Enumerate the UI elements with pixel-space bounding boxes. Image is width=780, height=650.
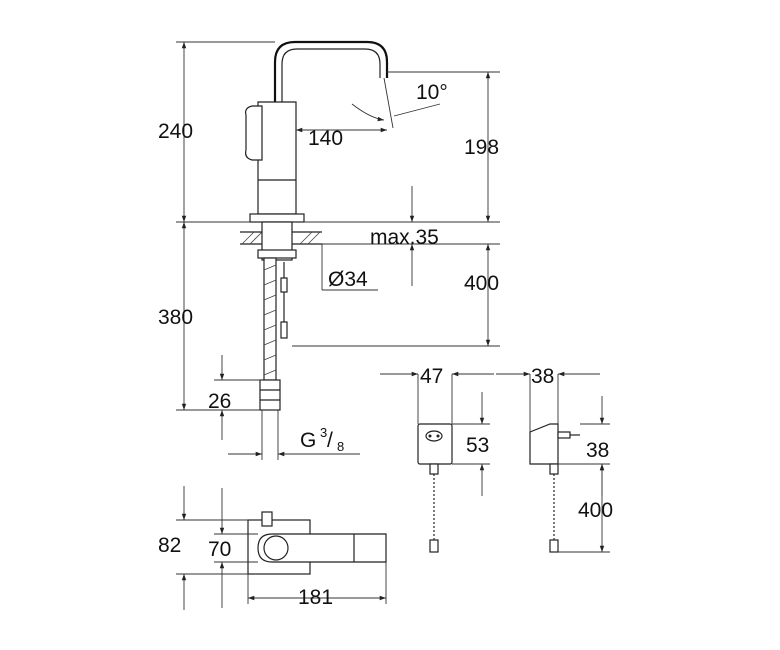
base-plate: [249, 213, 305, 223]
dim-240: 240: [158, 120, 193, 143]
hose-connector: [259, 379, 281, 411]
right-dimensions: 10° 140 198 max.35 Ø34 400: [292, 71, 500, 347]
plug-socket: [425, 430, 443, 442]
faucet-side-view: [240, 40, 389, 411]
thread-sup: 3: [320, 425, 327, 440]
dim-26: 26: [208, 390, 231, 413]
body-circle: [263, 535, 289, 561]
sensor-window: [245, 105, 263, 161]
dim-198: 198: [464, 136, 499, 159]
dim-181: 181: [298, 586, 333, 609]
spout-tube: [273, 40, 389, 105]
dim-38-side: 38: [586, 439, 609, 462]
dim-38-top: 38: [531, 365, 554, 388]
sensor-tab: [261, 511, 273, 527]
dim-70: 70: [208, 538, 231, 561]
adapter-body-side: [529, 423, 559, 465]
dim-400-adapter: 400: [578, 499, 613, 522]
faucet-plan-view: 82 70 181: [158, 486, 387, 610]
dim-47: 47: [420, 365, 443, 388]
dim-53: 53: [466, 434, 489, 457]
spout-tube-inner: [281, 48, 381, 105]
thread-slash: /: [327, 429, 333, 452]
thread-sub: 8: [337, 439, 344, 454]
mounting-nut: [257, 249, 297, 259]
faucet-body: [257, 101, 297, 215]
adapter-body-front: [417, 423, 453, 465]
dim-dia34: Ø34: [328, 268, 368, 291]
dim-max35: max.35: [370, 226, 439, 249]
adapter-front-view: 47 53: [380, 365, 494, 553]
thread-label: G: [300, 429, 316, 452]
flex-hose: [263, 257, 277, 381]
plug-pins: [557, 431, 571, 439]
countertop-hatch: [241, 231, 321, 245]
dim-380: 380: [158, 306, 193, 329]
dim-400-top: 400: [464, 272, 499, 295]
left-dimensions: 240 380 26 G 3 / 8: [158, 41, 360, 460]
dim-82: 82: [158, 534, 181, 557]
adapter-side-view: 38 38 400: [496, 365, 613, 553]
dim-140: 140: [308, 127, 343, 150]
dim-10-deg: 10°: [416, 81, 448, 104]
